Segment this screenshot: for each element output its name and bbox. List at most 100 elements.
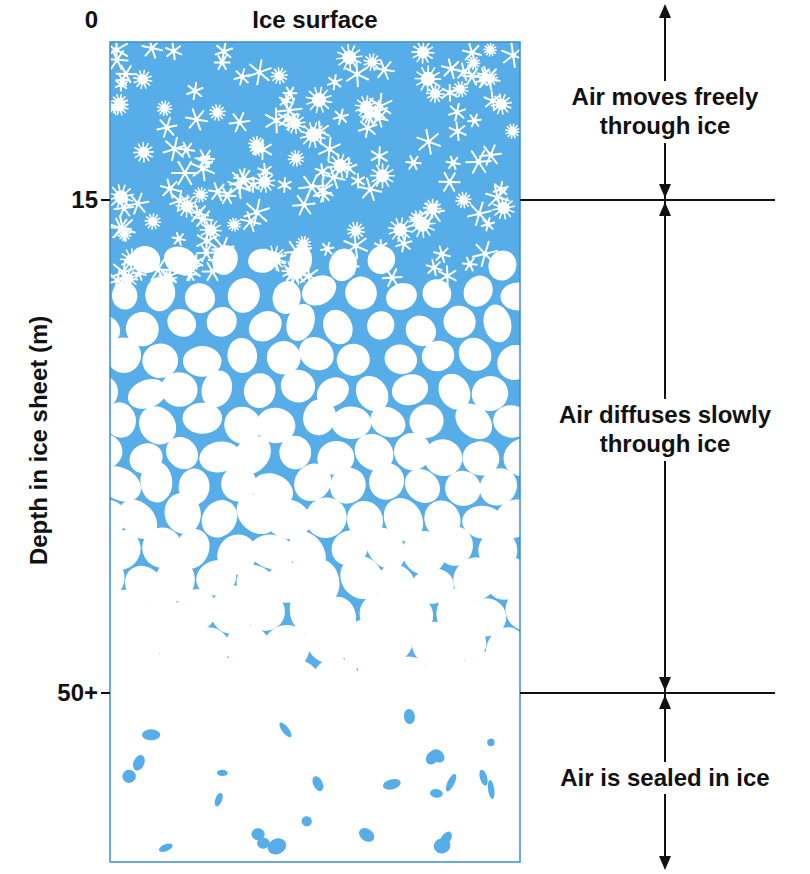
snowflake-core xyxy=(176,197,183,204)
firn-grain xyxy=(341,273,380,313)
ice-column-border xyxy=(110,42,520,862)
snowflake-core xyxy=(203,249,210,256)
snowflake xyxy=(142,211,164,233)
ice-column xyxy=(110,42,520,862)
snowflake xyxy=(351,92,381,122)
firn-grain xyxy=(225,336,259,374)
snowflake xyxy=(196,216,225,245)
snowflake xyxy=(418,197,447,227)
depth-tick xyxy=(101,199,110,201)
snowflake-core xyxy=(366,110,372,116)
snowflake-core xyxy=(287,91,292,96)
air-bubble xyxy=(487,780,496,800)
snowflake xyxy=(407,209,428,230)
snowflake-core xyxy=(167,186,173,192)
snowflake-core xyxy=(439,251,445,257)
depth-tick-label-holder: 0 xyxy=(85,6,98,35)
snowflake xyxy=(355,115,380,140)
snowflake xyxy=(479,216,496,233)
snowflake-core xyxy=(114,57,119,62)
arrowhead xyxy=(659,695,671,709)
firn-grain xyxy=(277,365,320,406)
snowflake xyxy=(454,190,474,210)
air-bubble xyxy=(131,753,147,772)
snowflake xyxy=(461,43,483,63)
firn-grain xyxy=(331,406,372,440)
snowflake xyxy=(192,186,209,203)
snowflake xyxy=(425,259,444,277)
snowflake xyxy=(114,72,130,89)
snowflake xyxy=(368,145,391,167)
snowflake xyxy=(309,177,338,204)
firn-grain xyxy=(418,336,459,375)
snowflake xyxy=(224,173,253,201)
snowflake xyxy=(323,149,356,182)
zone-label: Air is sealed in ice xyxy=(547,762,783,795)
air-bubble xyxy=(265,835,289,857)
snowflake-core xyxy=(450,160,456,166)
snowflake-core xyxy=(352,243,359,250)
snowflake xyxy=(466,112,483,129)
snowflake-core xyxy=(170,48,177,55)
snowflake-core xyxy=(196,190,205,199)
snowflake-core xyxy=(137,74,148,85)
snowflake xyxy=(226,109,252,136)
snowflake-core xyxy=(411,160,416,165)
snowflake xyxy=(488,91,514,117)
snowflake xyxy=(166,188,193,214)
snowflake xyxy=(275,176,293,194)
firn-grain xyxy=(110,280,139,311)
zone-boundary xyxy=(520,199,775,201)
snowflake-core xyxy=(236,119,243,126)
snowflake-core xyxy=(355,178,362,185)
firn-grain xyxy=(437,299,482,344)
firn-grain xyxy=(388,370,432,410)
axis-title-holder: Depth in ice sheet (m) xyxy=(26,315,55,564)
snowflake xyxy=(474,65,502,91)
snowflake-core xyxy=(444,273,451,280)
air-bubble xyxy=(217,769,228,776)
snowflake-core xyxy=(163,124,170,131)
snowflake xyxy=(446,156,461,170)
snowflake-core xyxy=(337,113,344,120)
firn-grain xyxy=(500,282,520,310)
snowflake-core xyxy=(418,69,437,88)
firn-grain xyxy=(159,241,201,280)
snowflake-core xyxy=(176,236,182,242)
snowflake-core xyxy=(120,229,130,239)
snowflake-core xyxy=(354,71,361,78)
snowflake-core xyxy=(191,88,198,95)
snowflake xyxy=(273,94,305,127)
snowflake xyxy=(405,208,439,242)
air-bubble xyxy=(429,788,443,798)
snowflake-core xyxy=(184,147,190,153)
snowflake xyxy=(268,65,290,87)
snowflake xyxy=(250,137,275,161)
zone-label: Air moves freely through ice xyxy=(547,81,783,143)
snowflake-core xyxy=(429,209,436,216)
snowflake-core xyxy=(400,240,407,247)
snowflake xyxy=(406,156,421,170)
snowflake xyxy=(132,69,153,90)
snowflake-core xyxy=(364,124,371,131)
snowflake xyxy=(408,42,438,67)
firn-grain xyxy=(417,273,458,314)
firn-grain xyxy=(183,403,223,434)
snowflake-core xyxy=(415,44,432,61)
air-bubble xyxy=(310,774,325,792)
snowflake xyxy=(333,42,367,74)
snowflake xyxy=(440,58,463,80)
snowflake-core xyxy=(367,186,373,192)
snowflake-core xyxy=(508,127,517,136)
snowflake xyxy=(484,43,497,56)
snowflake-core xyxy=(412,213,424,225)
snowflake-core xyxy=(510,52,517,59)
snowflake xyxy=(393,233,414,254)
depth-tick-label: 0 xyxy=(85,6,98,35)
snowflake xyxy=(141,42,164,59)
snowflake xyxy=(481,69,500,88)
snowflake-core xyxy=(351,225,362,236)
zone-boundary xyxy=(520,692,775,694)
snowflake-core xyxy=(215,189,221,195)
solid-ice xyxy=(110,682,520,862)
